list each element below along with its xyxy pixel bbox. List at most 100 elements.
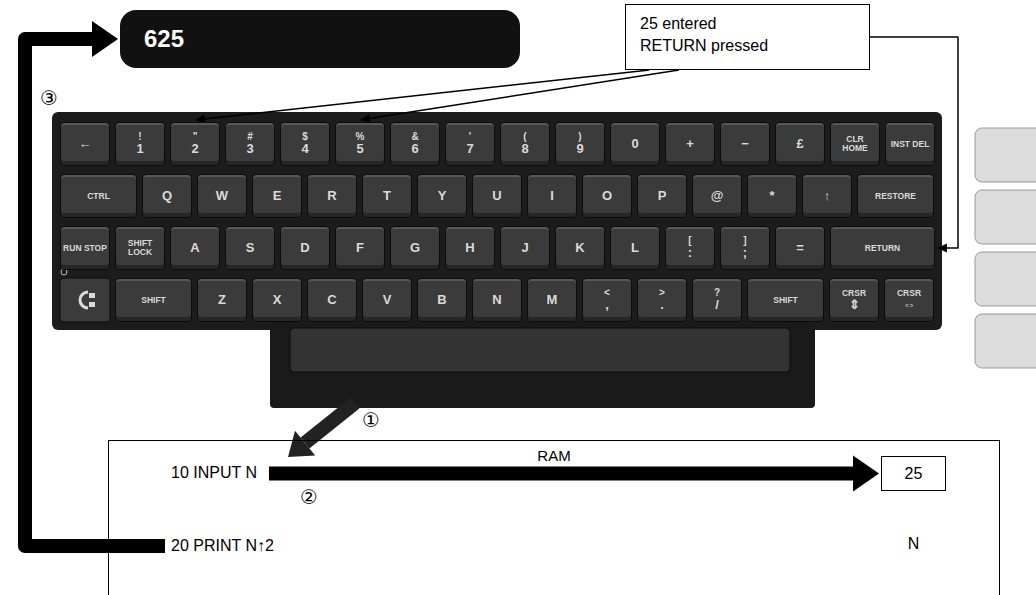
function-key	[975, 128, 1036, 182]
connector-line	[269, 467, 854, 481]
key-label: 7	[466, 142, 473, 156]
key-label: +	[686, 137, 694, 151]
connector-line	[204, 70, 650, 119]
key-label: −	[741, 137, 749, 151]
key-label: J	[521, 241, 528, 255]
key-label: ]	[743, 236, 746, 247]
key-label: Y	[438, 189, 447, 203]
keyboard-key: M	[527, 278, 577, 322]
key-label: V	[383, 293, 392, 307]
keyboard-key: L	[610, 226, 660, 270]
input-arrow	[305, 403, 355, 443]
screen-display: 625	[120, 10, 520, 68]
key-label: O	[602, 189, 612, 203]
key-label: B	[437, 293, 446, 307]
keyboard-key: G	[390, 226, 440, 270]
keyboard-key: ←	[60, 122, 110, 166]
key-label: A	[190, 241, 199, 255]
keyboard-key: RUN STOP	[60, 226, 110, 270]
keyboard-key: )9	[555, 122, 605, 166]
keyboard-key: >.	[637, 278, 687, 322]
key-label: £	[796, 137, 803, 151]
ram-region: RAM10 INPUT N25N20 PRINT N↑2	[108, 440, 1000, 595]
callout-number: ①	[362, 410, 380, 430]
flow-arrow	[269, 456, 879, 492]
key-label: X	[273, 293, 282, 307]
keyboard-key: W	[197, 174, 247, 218]
leader-arrow	[360, 70, 679, 123]
key-label: S	[246, 241, 255, 255]
key-label: SHIFT	[773, 296, 798, 305]
leader-arrow	[870, 37, 958, 253]
key-label: E	[273, 189, 282, 203]
keyboard-key: C	[307, 278, 357, 322]
keyboard-key: N	[472, 278, 522, 322]
keyboard-key: B	[417, 278, 467, 322]
node-label: 25 entered RETURN pressed	[640, 13, 775, 57]
key-label: RETURN	[865, 244, 900, 253]
callout-number: ②	[300, 487, 318, 507]
callout-box: 25 entered RETURN pressed	[625, 4, 870, 70]
keyboard-key: Q	[142, 174, 192, 218]
key-label: 6	[411, 142, 418, 156]
program-line: 10 INPUT N	[171, 463, 257, 483]
key-label: D	[300, 241, 309, 255]
commodore-logo	[89, 293, 95, 298]
leader-arrow	[195, 70, 650, 123]
key-label: :	[688, 246, 692, 260]
space-bar	[290, 328, 790, 372]
key-label: U	[492, 189, 501, 203]
keyboard-key: RETURN	[830, 226, 935, 270]
key-label: 5	[356, 142, 363, 156]
input-arrow	[288, 431, 315, 457]
key-label: CTRL	[87, 192, 110, 201]
keyboard-key: P	[637, 174, 687, 218]
key-label: $	[302, 132, 308, 143]
keyboard-key: CRSR⇔	[884, 278, 934, 322]
key-label: [	[688, 236, 691, 247]
keyboard-key: $4	[280, 122, 330, 166]
key-label: Z	[218, 293, 226, 307]
keyboard-key: F	[335, 226, 385, 270]
key-label: CRSR	[842, 289, 866, 298]
keyboard-key: E	[252, 174, 302, 218]
key-label: P	[658, 189, 667, 203]
function-key	[975, 190, 1036, 244]
key-label: %	[356, 132, 365, 143]
connector-line	[369, 70, 679, 119]
key-label: 1	[136, 142, 143, 156]
key-label: T	[383, 189, 391, 203]
keyboard-key: I	[527, 174, 577, 218]
key-label: ⇔	[903, 298, 916, 312]
node-label: 10 INPUT N	[171, 463, 257, 483]
keyboard-key: &6	[390, 122, 440, 166]
keyboard-key: S	[225, 226, 275, 270]
keyboard-key: O	[582, 174, 632, 218]
key-label: ,	[605, 298, 609, 312]
keyboard-key: 0	[610, 122, 660, 166]
key-label: 8	[521, 142, 528, 156]
function-key	[975, 252, 1036, 306]
keyboard-key: H	[445, 226, 495, 270]
keyboard-key: SHIFT LOCK	[115, 226, 165, 270]
keyboard-key: (8	[500, 122, 550, 166]
keyboard-key: *	[747, 174, 797, 218]
keyboard-key: <,	[582, 278, 632, 322]
keyboard-key: U	[472, 174, 522, 218]
arrow-head	[853, 456, 879, 492]
keyboard-key: CRSR⇕	[829, 278, 879, 322]
variable-box: 25N	[881, 456, 946, 491]
keyboard-key: SHIFT	[115, 278, 192, 322]
keyboard-key: K	[555, 226, 605, 270]
arrow-head	[937, 244, 947, 253]
key-label: (	[523, 132, 526, 143]
key-label: )	[578, 132, 581, 143]
keyboard-key: @	[692, 174, 742, 218]
keyboard-key: =	[775, 226, 825, 270]
key-label: <	[604, 288, 610, 299]
key-label: '	[469, 132, 471, 143]
key-label: #	[247, 132, 253, 143]
keyboard-key: X	[252, 278, 302, 322]
key-label: &	[411, 132, 418, 143]
